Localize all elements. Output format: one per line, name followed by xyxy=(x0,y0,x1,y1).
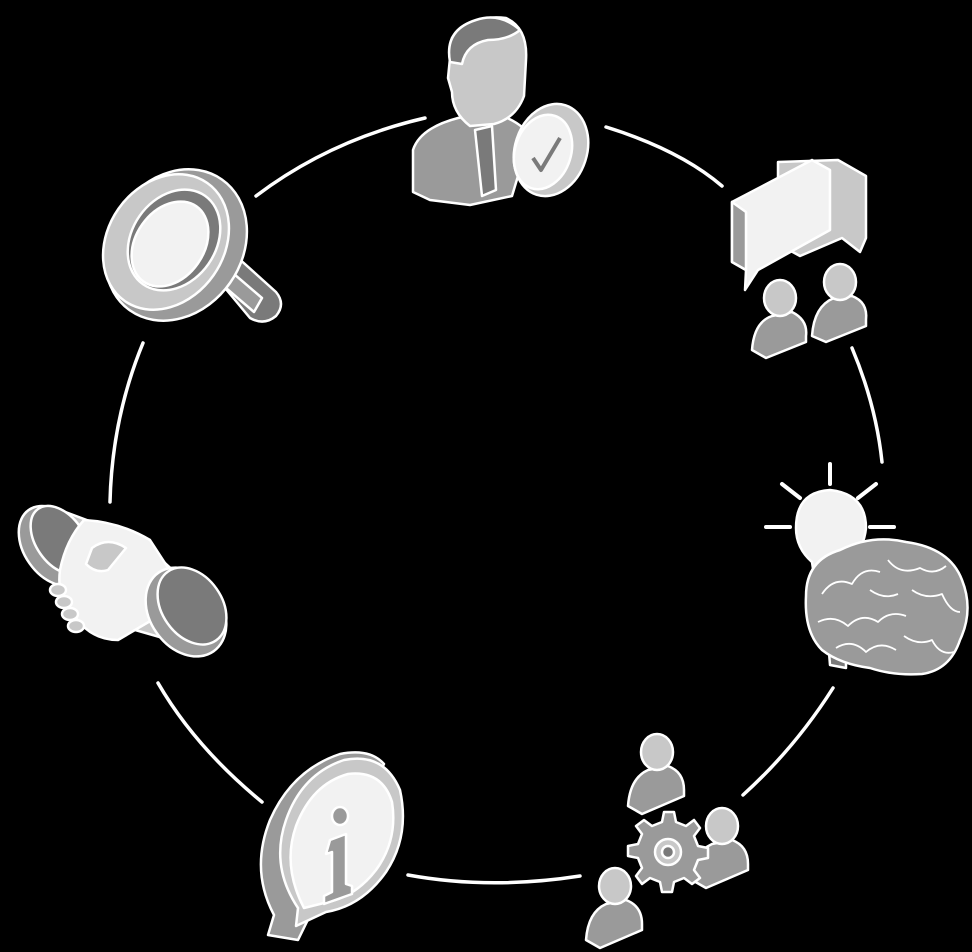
lightbulb-brain-icon xyxy=(764,462,969,676)
arc-left-upper xyxy=(108,341,145,504)
businessman-checkmark-icon xyxy=(411,16,590,207)
team-discussion-speech-bubbles-icon xyxy=(730,158,868,360)
info-speech-bubble-icon xyxy=(259,751,405,942)
arc-top-left xyxy=(254,116,427,198)
arc-right-lower xyxy=(741,686,835,797)
team-gear-collaboration-icon xyxy=(584,732,750,950)
cycle-connector-arcs xyxy=(108,116,884,885)
arc-top-right xyxy=(604,125,724,188)
magnifying-glass-icon xyxy=(101,168,283,323)
handshake-icon xyxy=(17,504,228,658)
arc-left-lower xyxy=(156,681,264,804)
arc-right-upper xyxy=(850,346,884,464)
arc-bottom xyxy=(406,873,582,885)
